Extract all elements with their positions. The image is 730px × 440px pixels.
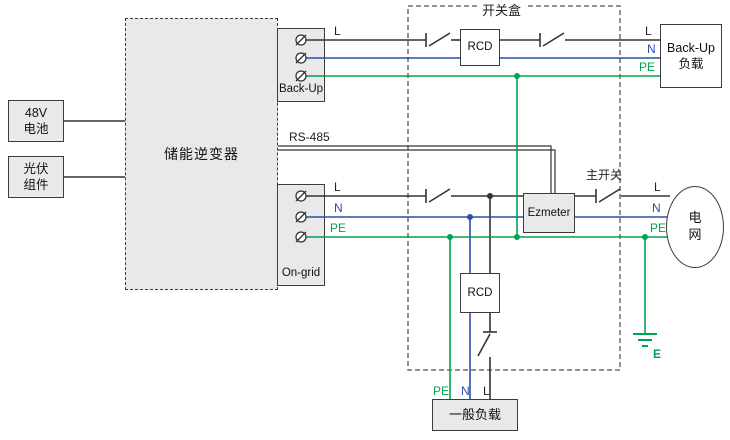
backup-port-label: Back-Up: [278, 83, 324, 96]
earth-label: E: [653, 347, 662, 361]
grid-label-line2: 网: [688, 227, 702, 242]
ezmeter-box: Ezmeter: [523, 193, 575, 233]
pv-label-line2: 组件: [23, 178, 49, 192]
pv-label-line1: 光伏: [23, 161, 49, 176]
general-load-box: 一般负载: [432, 399, 518, 431]
ongrid-terminals: [295, 190, 307, 243]
neutral-wires: [306, 57, 669, 399]
ongrid-port-label: On-grid: [281, 267, 321, 280]
earth-wires: [306, 75, 669, 399]
general-load-pe-label: PE: [433, 384, 450, 398]
backup-terminals: [295, 34, 307, 82]
live-wires: [64, 32, 670, 399]
backup-load-n-label: N: [647, 42, 656, 56]
junction-dots: [447, 73, 648, 240]
backup-load-line1: Back-Up: [667, 40, 715, 55]
rcd-top-label: RCD: [467, 41, 493, 54]
rcd-bottom-label: RCD: [467, 286, 493, 299]
rs485-bus: [278, 145, 556, 193]
rs485-label: RS-485: [289, 130, 330, 144]
grid-l-label: L: [654, 180, 661, 194]
ongrid-pe-label: PE: [330, 221, 347, 235]
general-load-label: 一般负载: [448, 406, 501, 422]
ezmeter-label: Ezmeter: [527, 206, 571, 219]
battery-label-line2: 电池: [23, 122, 49, 136]
switch-box-title: 开关盒: [478, 4, 526, 17]
grid-n-label: N: [652, 201, 661, 215]
backup-l-label: L: [334, 24, 341, 38]
grid-pe-label: PE: [650, 221, 667, 235]
grid-ellipse: 电 网: [666, 186, 724, 268]
battery-label-line1: 48V: [24, 105, 48, 120]
main-switch-label: 主开关: [586, 168, 623, 182]
rcd-breaker-bottom: RCD: [460, 273, 500, 313]
general-load-n-label: N: [461, 384, 470, 398]
switch-box-outline: [407, 5, 621, 371]
general-load-l-label: L: [483, 384, 490, 398]
grid-label-line1: 电: [688, 210, 702, 226]
ongrid-n-label: N: [334, 201, 343, 215]
ground-icon: [633, 333, 657, 347]
backup-load-l-label: L: [645, 24, 652, 38]
pv-module-box: 光伏 组件: [8, 156, 64, 198]
ongrid-l-label: L: [334, 180, 341, 194]
inverter-box: 储能逆变器: [125, 18, 278, 290]
rcd-breaker-top: RCD: [460, 29, 500, 66]
backup-load-box: Back-Up 负载: [660, 24, 722, 88]
inverter-label: 储能逆变器: [164, 145, 239, 162]
battery-box: 48V 电池: [8, 100, 64, 142]
backup-load-line2: 负载: [678, 57, 704, 71]
backup-load-pe-label: PE: [639, 60, 656, 74]
